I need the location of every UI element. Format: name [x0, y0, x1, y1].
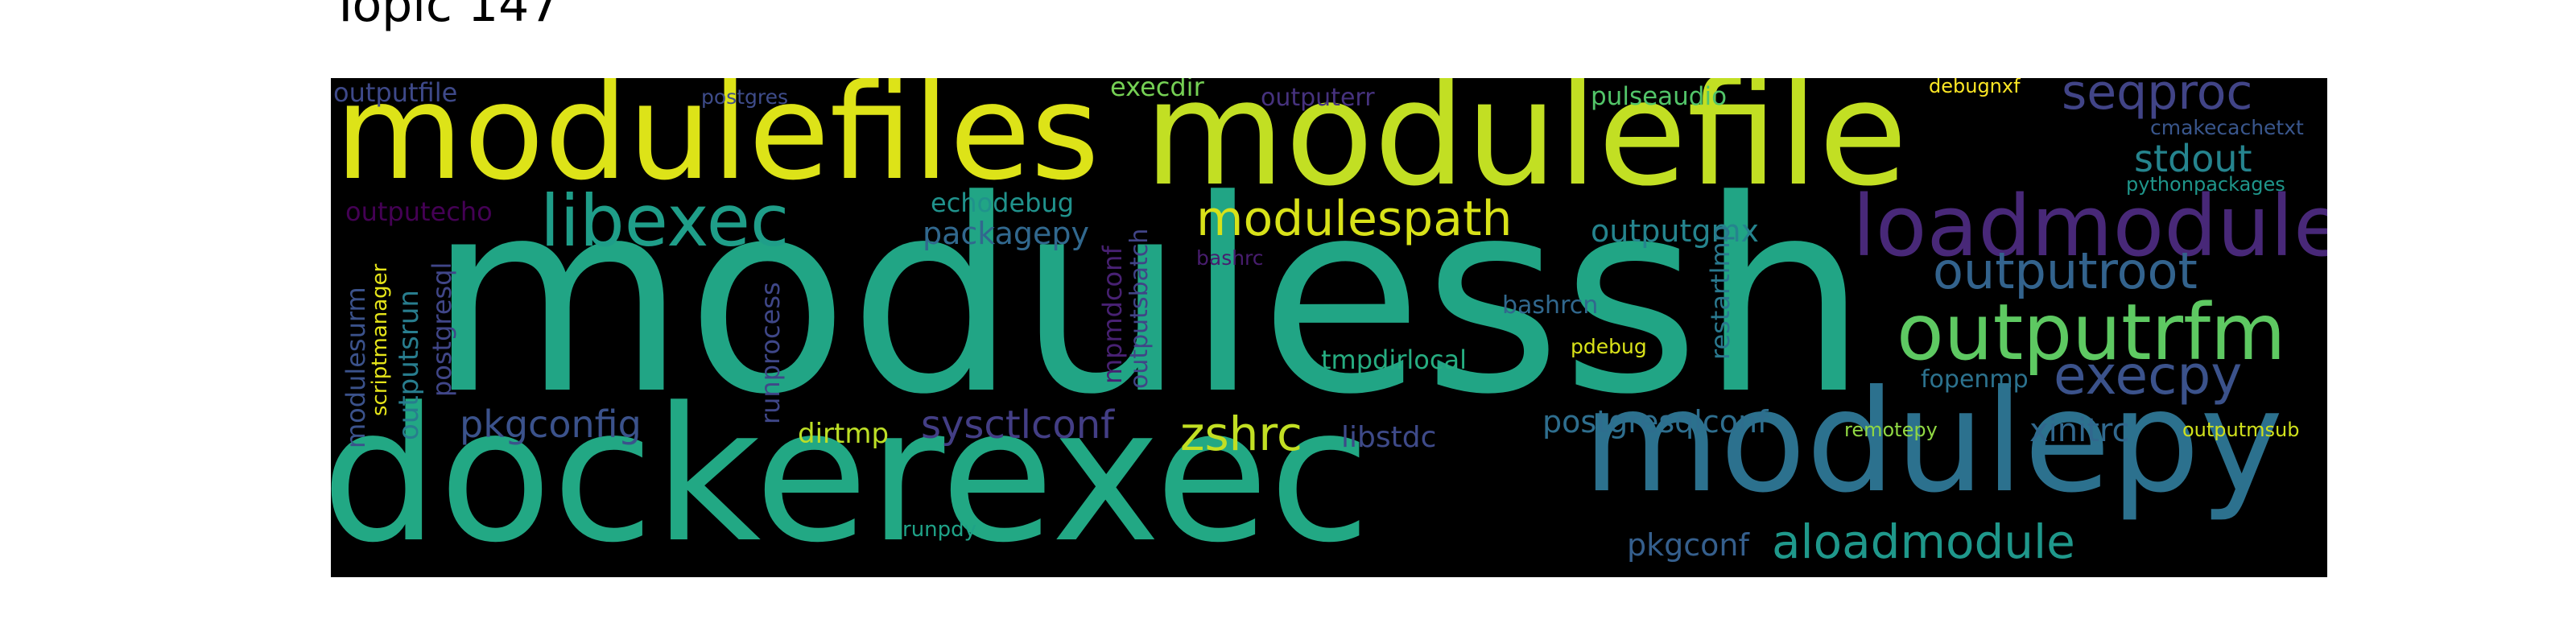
word-pkgconfig: pkgconfig: [460, 402, 642, 446]
word-outputmsub: outputmsub: [2182, 419, 2300, 441]
word-pythonpackages: pythonpackages: [2126, 173, 2285, 196]
word-outputroot: outputroot: [1933, 242, 2198, 300]
word-postgresql: postgresql: [427, 262, 457, 397]
word-bashrc: bashrc: [1196, 246, 1264, 270]
word-postgresqlconf: postgresqlconf: [1542, 404, 1769, 440]
word-libstdc: libstdc: [1341, 421, 1437, 454]
word-debugnxf: debugnxf: [1929, 78, 2021, 97]
word-remotepy: remotepy: [1844, 419, 1938, 441]
word-outputecho: outputecho: [345, 196, 493, 227]
word-outputsrun: outputsrun: [393, 290, 425, 440]
word-modulespath: modulespath: [1196, 191, 1513, 247]
word-modulessh: modulessh: [427, 143, 1868, 452]
word-scriptmanager: scriptmanager: [368, 263, 392, 416]
word-pkgconf: pkgconf: [1627, 527, 1749, 563]
word-mpmdconf: mpmdconf: [1097, 246, 1128, 384]
word-aloadmodule: aloadmodule: [1772, 514, 2075, 569]
word-libexec: libexec: [540, 180, 790, 262]
word-dockerexec: dockerexec: [331, 369, 1371, 577]
word-zshrc: zshrc: [1180, 407, 1302, 461]
word-outputrfm: outputrfm: [1897, 287, 2286, 378]
word-modulefiles: modulefiles: [335, 78, 1100, 209]
word-modulesurm: modulesurm: [341, 287, 371, 448]
figure-title: Topic 147: [331, 0, 560, 33]
word-runprocess: runprocess: [755, 282, 786, 424]
word-cmakecachetxt: cmakecachetxt: [2150, 116, 2304, 139]
word-fopenmp: fopenmp: [1921, 365, 2029, 394]
word-pdebug: pdebug: [1571, 335, 1647, 358]
word-stdout: stdout: [2134, 137, 2252, 180]
word-restartlmp: restartlmp: [1705, 225, 1736, 360]
word-modulefile: modulefile: [1144, 78, 1908, 218]
word-outputerr: outputerr: [1261, 84, 1375, 112]
word-outputsbatch: outputsbatch: [1125, 228, 1154, 389]
word-dirtmp: dirtmp: [798, 418, 890, 450]
word-modulepy: modulepy: [1583, 361, 2284, 524]
word-execdir: execdir: [1110, 78, 1204, 102]
word-sysctlconf: sysctlconf: [921, 402, 1115, 448]
word-execpy: execpy: [2054, 345, 2243, 407]
word-pulseaudio: pulseaudio: [1591, 82, 1728, 111]
word-runpdy: runpdy: [902, 518, 977, 542]
word-packagepy: packagepy: [923, 216, 1090, 251]
word-outputgmx: outputgmx: [1591, 213, 1759, 249]
word-bashrcn: bashrcn: [1502, 291, 1599, 320]
word-outputfile: outputfile: [333, 78, 458, 108]
word-xinitrc: xinitrc: [2029, 412, 2130, 449]
word-postgres: postgres: [701, 85, 788, 109]
word-echodebug: echodebug: [931, 188, 1075, 218]
word-seqproc: seqproc: [2062, 78, 2253, 121]
word-loadmodule: loadmodule: [1852, 177, 2327, 275]
word-tmpdirlocal: tmpdirlocal: [1321, 345, 1467, 375]
